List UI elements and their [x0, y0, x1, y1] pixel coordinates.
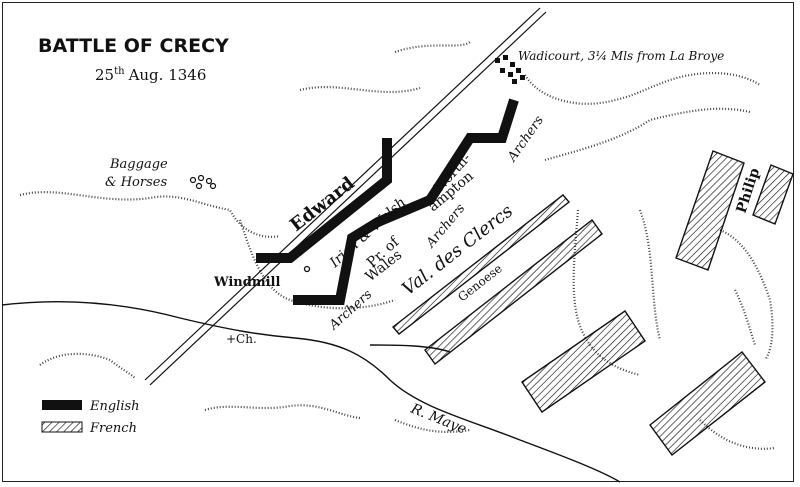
river-maye: [1, 301, 621, 483]
wadicourt-label: Wadicourt, 3¼ Mls from La Broye: [518, 49, 724, 63]
terrain-contours: [19, 41, 776, 450]
legend-french-label: French: [89, 421, 137, 436]
legend: English French: [41, 399, 140, 436]
french-positions: [391, 150, 794, 456]
wadicourt-village-marker: [495, 55, 525, 84]
french-division-philip: [675, 150, 745, 271]
baggage-label-line2: & Horses: [105, 175, 167, 190]
legend-french-swatch: [41, 421, 83, 433]
baggage-label-line1: Baggage: [109, 157, 168, 172]
windmill-marker: [303, 265, 311, 273]
windmill-label: Windmill: [213, 275, 280, 290]
english-edward-line: [256, 138, 392, 263]
legend-english-swatch: [42, 400, 82, 410]
french-division-philip-small: [752, 164, 794, 225]
english-positions: [256, 98, 519, 305]
river-maye-label: R. Maye: [408, 400, 469, 437]
railway-line: [144, 7, 547, 386]
french-division-south: [649, 351, 766, 456]
map-title: BATTLE OF CRECY: [38, 35, 229, 57]
french-division-center: [521, 310, 646, 413]
legend-english-label: English: [89, 399, 140, 414]
baggage-marker: [189, 174, 217, 190]
english-front-line: [293, 98, 519, 305]
archers-south-label: Archers: [326, 287, 376, 334]
french-genoese-front: [391, 194, 571, 335]
french-genoese-main: [424, 218, 603, 366]
church-label: +Ch.: [226, 332, 257, 346]
